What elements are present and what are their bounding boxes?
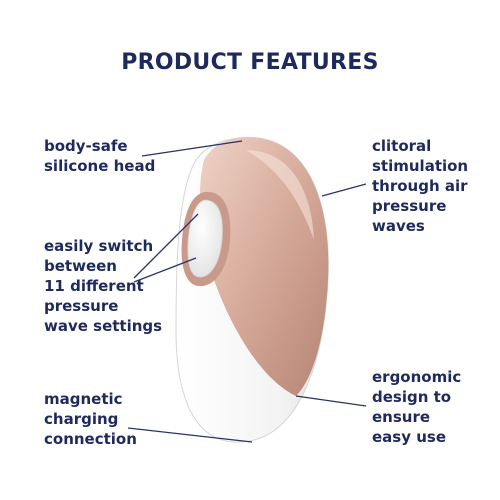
leader-line-clitoral <box>321 183 367 197</box>
feature-line: easy use <box>372 428 447 446</box>
feature-line: charging <box>44 410 119 428</box>
feature-line: magnetic <box>44 390 123 408</box>
leader-line-ergonomic <box>295 395 367 407</box>
feature-line: ergonomic <box>372 368 462 386</box>
feature-line: silicone head <box>44 157 156 175</box>
leader-line-switch-1 <box>133 213 199 279</box>
feature-line: through air <box>372 177 468 195</box>
feature-line: ensure <box>372 408 431 426</box>
feature-line: design to <box>372 388 452 406</box>
feature-label-magnetic: magnetic charging connection <box>44 389 137 449</box>
feature-line: pressure <box>372 197 447 215</box>
feature-line: between <box>44 257 117 275</box>
feature-line: clitoral <box>372 137 432 155</box>
feature-line: body-safe <box>44 137 128 155</box>
feature-line: easily switch <box>44 237 154 255</box>
feature-line: 11 different <box>44 277 144 295</box>
feature-label-head: body-safe silicone head <box>44 136 155 176</box>
feature-label-ergonomic: ergonomic design to ensure easy use <box>372 367 461 447</box>
silicone-head <box>199 137 329 396</box>
leader-line-switch-2 <box>133 257 197 283</box>
feature-label-switch: easily switch between 11 different press… <box>44 236 162 336</box>
feature-line: pressure <box>44 297 119 315</box>
leader-line-head <box>141 140 243 157</box>
leader-line-magnetic <box>127 427 253 443</box>
page-title: PRODUCT FEATURES <box>121 50 379 75</box>
control-button <box>187 199 223 278</box>
feature-label-clitoral: clitoral stimulation through air pressur… <box>372 136 468 236</box>
feature-line: wave settings <box>44 317 163 335</box>
feature-line: connection <box>44 430 137 448</box>
feature-line: stimulation <box>372 157 469 175</box>
feature-line: waves <box>372 217 425 235</box>
